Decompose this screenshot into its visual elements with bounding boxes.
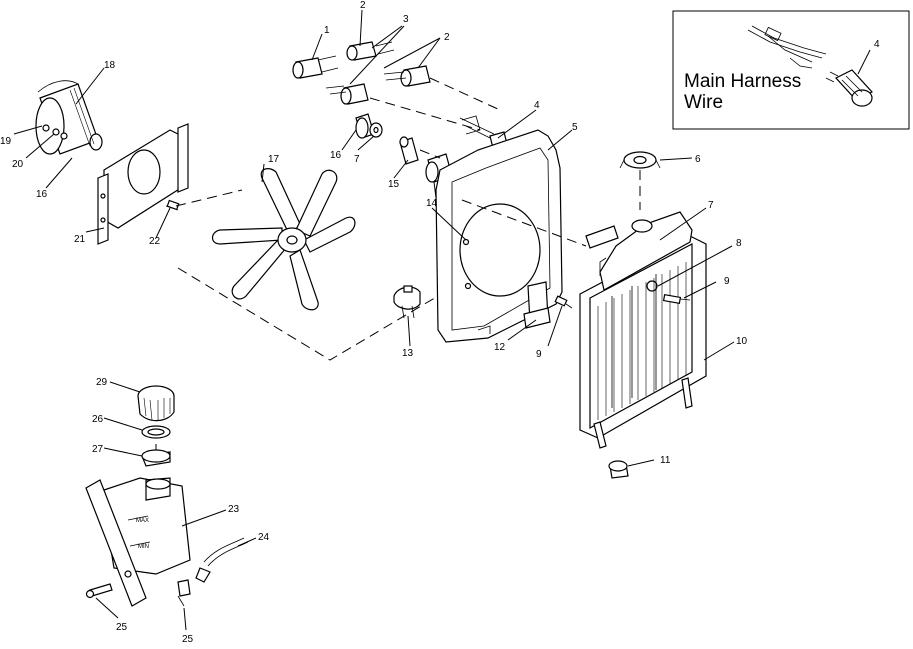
- callout-6: 6: [695, 154, 701, 165]
- drain-plug: [608, 460, 629, 479]
- inset-leader: [857, 49, 871, 75]
- coolant-hoses: [292, 41, 501, 131]
- motor-bracket: [97, 123, 189, 245]
- svg-text:MAX: MAX: [136, 518, 149, 524]
- callout-13: 13: [402, 348, 414, 359]
- callout-25: 25: [116, 622, 128, 633]
- inset-label-line1: Main Harness: [684, 71, 801, 92]
- callout-19: 19: [0, 136, 12, 147]
- callout-9: 9: [536, 349, 542, 360]
- fan-motor: [35, 80, 103, 155]
- callout-9: 9: [724, 276, 730, 287]
- callout-27: 27: [92, 444, 104, 455]
- callout-17: 17: [268, 154, 280, 165]
- callout-20: 20: [12, 159, 24, 170]
- bolt-9-left: [554, 295, 573, 309]
- callout-12: 12: [494, 342, 506, 353]
- callout-10: 10: [736, 336, 748, 347]
- callout-29: 29: [96, 377, 108, 388]
- radiator-cap: [619, 151, 661, 210]
- callout-8: 8: [736, 238, 742, 249]
- inset-part-number: 4: [874, 39, 880, 50]
- assembly-dashed-line-2: [175, 189, 243, 207]
- callout-25: 25: [182, 634, 194, 644]
- callout-7: 7: [354, 154, 360, 165]
- inset-frame: [672, 10, 910, 130]
- fan-shroud: [435, 129, 587, 343]
- svg-text:MIN: MIN: [138, 544, 149, 550]
- bolt-9-right: [662, 293, 691, 305]
- small-fittings: [355, 113, 453, 183]
- coolant-reservoir: MAX MIN: [85, 385, 249, 607]
- callout-7: 7: [708, 200, 714, 211]
- callout-5: 5: [572, 122, 578, 133]
- callout-24: 24: [258, 532, 270, 543]
- callout-21: 21: [74, 234, 86, 245]
- leader-lines: [13, 9, 735, 631]
- callout-26: 26: [92, 414, 104, 425]
- fan-blade: [211, 168, 356, 311]
- callout-22: 22: [149, 236, 161, 247]
- harness-wire-drawing: [747, 25, 827, 69]
- callout-16: 16: [36, 189, 48, 200]
- callout-2: 2: [444, 32, 450, 43]
- callout-14: 14: [426, 198, 438, 209]
- radiator: [579, 211, 707, 449]
- inset-panel: 4 Main Harness Wire: [672, 10, 910, 130]
- callout-23: 23: [228, 504, 240, 515]
- callout-16: 16: [330, 150, 342, 161]
- callout-numbers: 1 2 3 2 18 19 20 16 21 22 17 16 7 15 4 5…: [0, 0, 748, 645]
- hose-clamp: [393, 285, 421, 319]
- callout-11: 11: [660, 455, 671, 466]
- callout-1: 1: [324, 25, 330, 36]
- callout-3: 3: [403, 14, 409, 25]
- callout-2: 2: [360, 0, 366, 11]
- callout-4: 4: [534, 100, 540, 111]
- assembly-dashed-line: [177, 267, 439, 361]
- temperature-switch-drawing: [825, 69, 873, 107]
- callout-18: 18: [104, 60, 116, 71]
- inset-label-line2: Wire: [684, 92, 723, 113]
- callout-15: 15: [388, 179, 400, 190]
